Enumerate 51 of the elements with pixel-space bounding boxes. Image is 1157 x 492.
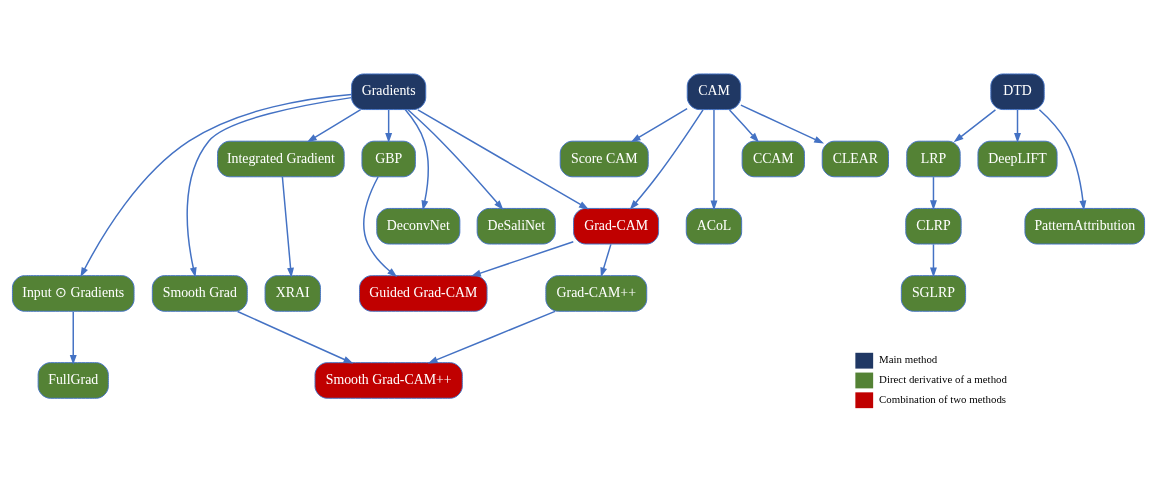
node-box: Gradients (351, 73, 427, 111)
legend-label: Combination of two methods (879, 393, 1007, 406)
arrow (630, 107, 688, 143)
node-box: Guided Grad-CAM (359, 275, 488, 312)
arrow (1014, 109, 1021, 143)
legend-label: Direct derivative of a method (879, 373, 1007, 386)
node-box: Integrated Gradient (217, 140, 345, 178)
arrow (306, 109, 362, 143)
arrow (69, 310, 77, 365)
arrow (740, 104, 825, 144)
arrow (953, 109, 997, 143)
arrow (427, 310, 556, 364)
arrow (281, 176, 294, 278)
node-box: DeconvNet (376, 207, 461, 245)
arrow (600, 243, 612, 278)
arrow (80, 93, 353, 278)
node-box: DeSaliNet (476, 207, 556, 245)
arrow (385, 109, 393, 143)
arrow (930, 176, 937, 211)
node-box: LRP (906, 140, 961, 178)
arrow (930, 243, 937, 278)
arrow (710, 109, 718, 211)
node-box: Input ⊙ Gradients (11, 275, 135, 312)
node-box: CLEAR (821, 140, 889, 178)
node-box: Grad-CAM (573, 207, 660, 245)
arrow (186, 96, 353, 278)
arrow (471, 240, 574, 277)
arrow (1038, 109, 1087, 211)
node-box: Smooth Grad (151, 275, 248, 312)
node-box: DTD (990, 73, 1045, 111)
legend-label: Main method (879, 353, 938, 366)
node-box: SGLRP (900, 275, 967, 312)
node-box: Score CAM (559, 140, 649, 178)
node-box: GBP (361, 140, 416, 178)
arrow (363, 176, 398, 278)
node-box: FullGrad (37, 362, 109, 399)
node-box: Grad-CAM++ (545, 275, 648, 312)
node-box: CCAM (741, 140, 805, 178)
node-box: CAM (686, 73, 742, 111)
node-box: Smooth Grad-CAM++ (314, 362, 463, 399)
arrow (236, 310, 354, 364)
node-box: PatternAttribution (1024, 207, 1146, 245)
node-box: XRAI (264, 275, 321, 312)
arrow (629, 109, 704, 210)
node-box: CLRP (905, 207, 962, 245)
arrow (407, 109, 504, 211)
arrow (417, 109, 589, 210)
node-box: ACoL (685, 207, 743, 245)
arrow (728, 109, 760, 143)
arrow (404, 108, 429, 211)
node-box: DeepLIFT (977, 140, 1058, 178)
